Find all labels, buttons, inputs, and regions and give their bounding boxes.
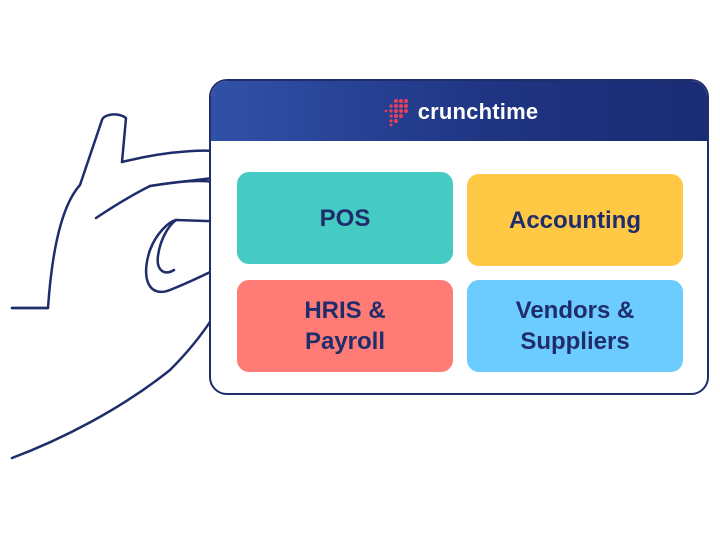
tile-hris-payroll-label: HRIS & Payroll [304, 297, 386, 355]
crunchtime-logo: crunchtime [380, 97, 539, 127]
tile-vendors-suppliers[interactable]: Vendors & Suppliers [467, 280, 683, 372]
brand-name: crunchtime [417, 99, 539, 124]
crunchtime-logo-icon [384, 99, 408, 127]
tile-pos[interactable]: POS [237, 172, 453, 264]
tile-vendors-suppliers-label: Vendors & Suppliers [515, 297, 635, 355]
tile-accounting-label: Accounting [509, 206, 641, 234]
app-window: crunchtime POS Accounting HRIS & Payroll… [209, 79, 709, 395]
tile-pos-label: POS [319, 204, 371, 232]
window-header: crunchtime [211, 81, 707, 141]
tile-accounting[interactable]: Accounting [467, 174, 683, 266]
tile-hris-payroll[interactable]: HRIS & Payroll [237, 280, 453, 372]
